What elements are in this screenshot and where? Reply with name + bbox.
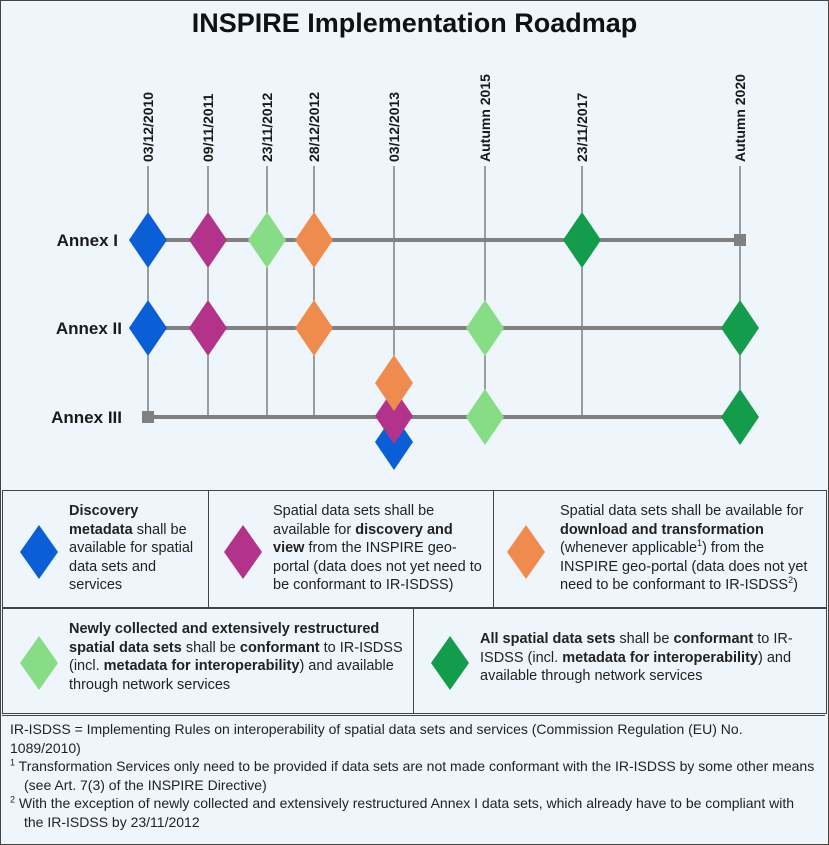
milestone-annex1-orange (295, 212, 333, 268)
legend-darkgreen-bold-2: conformant (673, 631, 754, 647)
milestone-annex1-darkgreen (563, 212, 601, 268)
legend-blue: Discovery metadata shall be available fo… (2, 490, 209, 608)
lightgreen-diamond-icon (20, 636, 58, 690)
purple-diamond-icon (224, 525, 262, 579)
legend-orange-text-3: ) from the INSPIRE geo-portal (data does… (560, 540, 808, 593)
annex-3-start-marker (142, 411, 154, 423)
legend-orange-text-2: (whenever applicable (560, 540, 698, 556)
date-label: Autumn 2020 (732, 74, 748, 162)
footnote-mark-2: 2 (10, 794, 16, 805)
legend-lightgreen-bold-3: metadata for interoperability (103, 658, 300, 674)
legend-darkgreen-text: shall be (615, 631, 674, 647)
footnotes: IR-ISDSS = Implementing Rules on interop… (2, 715, 825, 843)
legend-darkgreen-bold-3: metadata for interoperability (562, 649, 758, 666)
date-label: 09/11/2011 (200, 93, 216, 162)
legend-purple-bold: discovery and view (273, 521, 453, 557)
footnote-ref-2: 2 (788, 575, 794, 586)
date-label: 03/12/2013 (386, 92, 402, 162)
date-label: 28/12/2012 (306, 92, 322, 162)
milestone-annex3-lightgreen (466, 389, 504, 445)
milestone-annex1-lightgreen (248, 212, 286, 268)
legend-darkgreen-bold: All spatial data sets (480, 631, 616, 647)
milestone-annex2-blue (129, 300, 167, 356)
legend-darkgreen: All spatial data sets shall be conforman… (413, 608, 827, 714)
blue-diamond-icon (20, 525, 58, 579)
legend-blue-bold: Discovery metadata (69, 503, 139, 538)
milestone-annex2-darkgreen (721, 300, 759, 356)
milestone-annex3-orange (375, 355, 413, 411)
row-label: Annex I (57, 231, 118, 250)
legend-darkgreen-text-3: ) and available through network services (480, 649, 792, 685)
footnote-2: With the exception of newly collected an… (18, 795, 794, 830)
orange-diamond-icon (507, 525, 545, 579)
legend-purple-text-2: from the INSPIRE geo-portal (data does n… (273, 540, 482, 593)
footnote-mark-1: 1 (10, 757, 16, 768)
milestone-annex2-lightgreen (466, 300, 504, 356)
milestone-annex3-darkgreen (721, 389, 759, 445)
legend-orange-text: Spatial data sets shall be available for (560, 503, 804, 519)
legend-lightgreen-bold-2: conformant (239, 639, 320, 656)
legend-purple: Spatial data sets shall be available for… (208, 490, 494, 608)
date-label: 23/11/2017 (574, 92, 590, 162)
legend-orange-bold: download and transformation (560, 521, 764, 538)
legend-lightgreen-text-2: to IR-ISDSS (incl. (69, 639, 403, 675)
legend-lightgreen-text: shall be (181, 639, 240, 656)
legend-orange-text-4: ) (793, 577, 798, 593)
legend-blue-text: shall be available for spatial data sets… (69, 521, 194, 594)
footnote-definition: IR-ISDSS = Implementing Rules on interop… (10, 721, 743, 756)
legend-lightgreen-bold: Newly collected and extensively restruct… (69, 621, 380, 656)
roadmap-diagram: 03/12/2010 09/11/2011 23/11/2012 28/12/2012… (51, 74, 759, 470)
milestone-annex2-orange (295, 300, 333, 356)
date-label: Autumn 2015 (477, 74, 493, 162)
date-label: 23/11/2012 (259, 92, 275, 162)
footnote-ref-1: 1 (697, 538, 703, 549)
legend-purple-text: Spatial data sets shall be available for (273, 503, 435, 538)
milestone-annex1-purple (189, 212, 227, 268)
legend-orange: Spatial data sets shall be available for… (493, 490, 827, 608)
milestone-annex1-blue (129, 212, 167, 268)
annex-1-end-marker (734, 234, 746, 246)
legend-lightgreen: Newly collected and extensively restruct… (2, 608, 414, 714)
date-label: 03/12/2010 (140, 92, 156, 162)
footnote-1: Transformation Services only need to be … (18, 758, 815, 793)
row-label: Annex II (56, 319, 122, 338)
milestone-annex2-purple (189, 300, 227, 356)
row-label: Annex III (51, 408, 122, 427)
legend-lightgreen-text-3: ) and available through network services (69, 658, 394, 693)
milestone-annex3-purple (375, 388, 413, 444)
legend-darkgreen-text-2: to IR-ISDSS (incl. (480, 631, 793, 666)
page-title: INSPIRE Implementation Roadmap (191, 8, 638, 38)
darkgreen-diamond-icon (431, 636, 469, 690)
